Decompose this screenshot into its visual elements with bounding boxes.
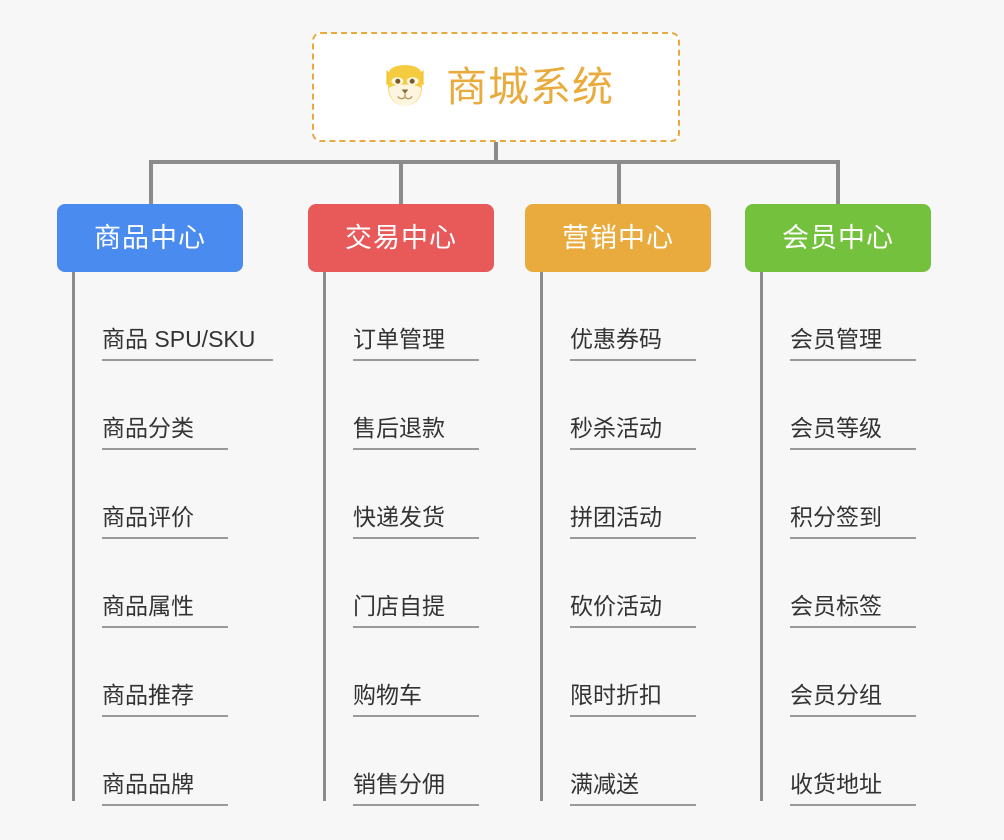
branch-header-label: 会员中心 xyxy=(782,222,894,253)
leaf-label: 拼团活动 xyxy=(570,504,696,539)
connector-drop-2 xyxy=(399,160,403,204)
list-item[interactable]: 商品品牌 xyxy=(57,717,295,806)
leaf-label: 会员管理 xyxy=(790,326,916,361)
list-item[interactable]: 砍价活动 xyxy=(525,539,763,628)
branch-header-label: 交易中心 xyxy=(345,222,457,253)
list-item[interactable]: 会员分组 xyxy=(745,628,983,717)
leaf-label: 限时折扣 xyxy=(570,682,696,717)
leaf-label: 优惠券码 xyxy=(570,326,696,361)
list-item[interactable]: 收货地址 xyxy=(745,717,983,806)
branch-spine-1 xyxy=(72,272,75,801)
leaf-label: 商品评价 xyxy=(102,504,228,539)
leaf-label: 商品 SPU/SKU xyxy=(102,326,274,361)
branch-product-center: 商品中心 商品 SPU/SKU 商品分类 商品评价 商品属性 商品推荐 商品品牌 xyxy=(57,204,295,806)
leaf-label: 积分签到 xyxy=(790,504,916,539)
leaf-label: 收货地址 xyxy=(790,771,916,806)
list-item[interactable]: 会员等级 xyxy=(745,361,983,450)
leaf-label: 订单管理 xyxy=(353,326,479,361)
connector-drop-4 xyxy=(836,160,840,204)
branch-header-2[interactable]: 交易中心 xyxy=(308,204,494,272)
connector-drop-3 xyxy=(617,160,621,204)
shiba-dog-face-icon xyxy=(386,65,424,106)
leaf-label: 秒杀活动 xyxy=(570,415,696,450)
root-node[interactable]: 商城系统 xyxy=(312,32,680,142)
branch-spine-2 xyxy=(323,272,326,801)
branch-trade-center: 交易中心 订单管理 售后退款 快递发货 门店自提 购物车 销售分佣 xyxy=(308,204,546,806)
list-item[interactable]: 限时折扣 xyxy=(525,628,763,717)
leaf-label: 会员等级 xyxy=(790,415,916,450)
root-label: 商城系统 xyxy=(446,63,614,110)
branch-marketing-center: 营销中心 优惠券码 秒杀活动 拼团活动 砍价活动 限时折扣 满减送 xyxy=(525,204,763,806)
leaf-label: 售后退款 xyxy=(353,415,479,450)
list-item[interactable]: 商品推荐 xyxy=(57,628,295,717)
branch-leaf-list-1: 商品 SPU/SKU 商品分类 商品评价 商品属性 商品推荐 商品品牌 xyxy=(57,272,295,806)
list-item[interactable]: 优惠券码 xyxy=(525,272,763,361)
branch-header-4[interactable]: 会员中心 xyxy=(745,204,931,272)
list-item[interactable]: 会员管理 xyxy=(745,272,983,361)
leaf-label: 商品推荐 xyxy=(102,682,228,717)
list-item[interactable]: 会员标签 xyxy=(745,539,983,628)
list-item[interactable]: 商品评价 xyxy=(57,450,295,539)
branch-spine-4 xyxy=(760,272,763,801)
branch-leaf-list-2: 订单管理 售后退款 快递发货 门店自提 购物车 销售分佣 xyxy=(308,272,546,806)
branch-member-center: 会员中心 会员管理 会员等级 积分签到 会员标签 会员分组 收货地址 xyxy=(745,204,983,806)
leaf-label: 会员标签 xyxy=(790,593,916,628)
branch-header-3[interactable]: 营销中心 xyxy=(525,204,711,272)
list-item[interactable]: 门店自提 xyxy=(308,539,546,628)
list-item[interactable]: 订单管理 xyxy=(308,272,546,361)
list-item[interactable]: 售后退款 xyxy=(308,361,546,450)
leaf-label: 门店自提 xyxy=(353,593,479,628)
branch-header-1[interactable]: 商品中心 xyxy=(57,204,243,272)
list-item[interactable]: 商品分类 xyxy=(57,361,295,450)
list-item[interactable]: 商品 SPU/SKU xyxy=(57,272,295,361)
list-item[interactable]: 秒杀活动 xyxy=(525,361,763,450)
leaf-label: 满减送 xyxy=(570,771,696,806)
list-item[interactable]: 购物车 xyxy=(308,628,546,717)
leaf-label: 商品分类 xyxy=(102,415,228,450)
connector-trunk xyxy=(494,142,498,162)
connector-bus xyxy=(150,160,840,164)
branch-header-label: 商品中心 xyxy=(94,222,206,253)
leaf-label: 商品属性 xyxy=(102,593,228,628)
connector-drop-1 xyxy=(149,160,153,204)
leaf-label: 砍价活动 xyxy=(570,593,696,628)
list-item[interactable]: 快递发货 xyxy=(308,450,546,539)
list-item[interactable]: 商品属性 xyxy=(57,539,295,628)
leaf-label: 购物车 xyxy=(353,682,479,717)
branch-spine-3 xyxy=(540,272,543,801)
leaf-label: 商品品牌 xyxy=(102,771,228,806)
list-item[interactable]: 满减送 xyxy=(525,717,763,806)
list-item[interactable]: 积分签到 xyxy=(745,450,983,539)
leaf-label: 销售分佣 xyxy=(353,771,479,806)
branch-leaf-list-4: 会员管理 会员等级 积分签到 会员标签 会员分组 收货地址 xyxy=(745,272,983,806)
leaf-label: 会员分组 xyxy=(790,682,916,717)
list-item[interactable]: 销售分佣 xyxy=(308,717,546,806)
list-item[interactable]: 拼团活动 xyxy=(525,450,763,539)
branch-header-label: 营销中心 xyxy=(562,222,674,253)
branch-leaf-list-3: 优惠券码 秒杀活动 拼团活动 砍价活动 限时折扣 满减送 xyxy=(525,272,763,806)
leaf-label: 快递发货 xyxy=(353,504,479,539)
